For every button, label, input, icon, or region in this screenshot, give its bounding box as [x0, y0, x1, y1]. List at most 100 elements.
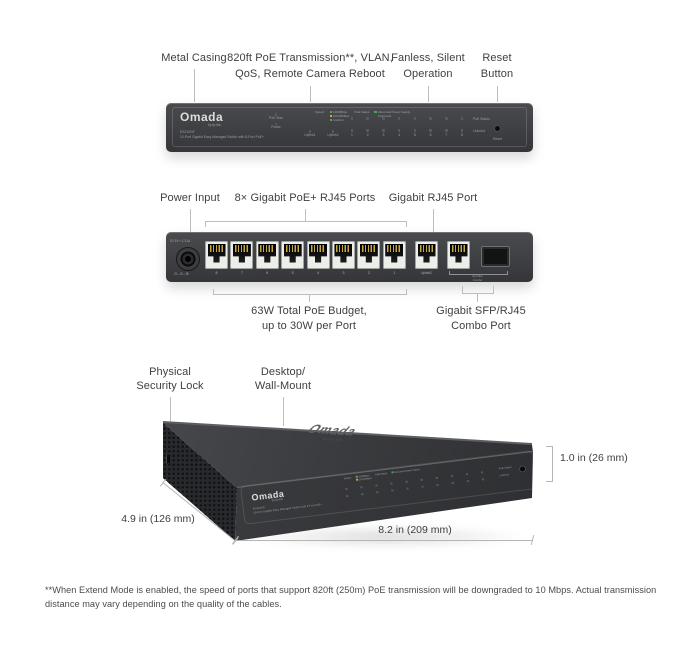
uplink2-label: Uplink2	[421, 270, 432, 275]
uplink1-rj45-port	[447, 241, 470, 269]
dim-width-line	[237, 540, 533, 541]
dim-height-line	[552, 446, 553, 482]
uplink2-led-column: Uplink2	[324, 130, 342, 137]
uplink1-led-column: Uplink1	[301, 130, 319, 137]
amber-led-swatch	[329, 114, 332, 118]
callout-security-lock-line2: Security Lock	[136, 380, 204, 392]
callout-poe-features-line2: QoS, Remote Camera Reboot	[235, 68, 385, 80]
port-led-column: 5	[408, 117, 422, 137]
callout-line	[477, 293, 478, 302]
rj45-port	[255, 241, 279, 269]
switch-rear-view: 53.5V⎓1.31A ⊖–⊙–⊕ 8 7 6 5 4 3	[166, 232, 533, 282]
legend-speed-label: Speed:	[315, 110, 325, 114]
port-number: 2	[367, 270, 370, 275]
link-act-led	[413, 129, 417, 132]
poe-status-led	[413, 117, 417, 120]
row-label-poe-status: PoE Status	[473, 117, 490, 121]
callout-fanless-line2: Operation	[403, 68, 453, 80]
link-act-led	[397, 129, 401, 132]
callout-line	[309, 294, 310, 302]
rj45-port-unit: 4	[306, 241, 330, 275]
power-spec-label: 53.5V⎓1.31A	[170, 239, 191, 243]
port-led-column: 6	[424, 117, 438, 137]
poe-max-led	[274, 113, 278, 116]
rj45-port-unit: 3	[331, 241, 355, 275]
callout-line	[305, 209, 306, 221]
callout-line	[283, 397, 284, 426]
callout-line	[433, 209, 434, 238]
rj45-port	[357, 241, 381, 269]
green-led-swatch	[391, 471, 394, 474]
callout-power-input: Power Input	[160, 192, 220, 204]
callout-line	[428, 86, 429, 102]
power-led	[274, 122, 278, 126]
sfp-slot	[481, 246, 510, 267]
brand-logo: Omada	[180, 110, 224, 124]
link-act-led	[460, 129, 464, 132]
green-led-swatch	[329, 118, 332, 122]
polarity-symbol: ⊖–⊙–⊕	[174, 271, 190, 276]
port-number-label: 3	[382, 133, 385, 138]
poe-status-led	[366, 117, 369, 120]
green-led-swatch	[374, 111, 377, 114]
port-number: 3	[342, 270, 345, 275]
rj45-port	[306, 241, 330, 269]
callout-line	[497, 86, 498, 102]
legend-poe-label: PoE Status	[354, 110, 370, 114]
callout-poe-ports: 8× Gigabit PoE+ RJ45 Ports	[234, 192, 376, 204]
port-led-column: 8	[455, 117, 469, 137]
callout-line	[493, 286, 494, 294]
combo-bracket-label1: Uplink1	[472, 274, 483, 278]
link-act-led	[382, 129, 385, 132]
callout-poe-features-line1: 820ft PoE Transmission**, VLAN,	[227, 52, 393, 64]
rj45-port-unit: 1	[382, 241, 406, 275]
rj45-port	[281, 241, 305, 269]
port-led-columns: 1 2 3 4 5 6	[345, 117, 469, 137]
legend-speed-items: 1000Mbps 10/100Mbps Link/Act	[329, 110, 349, 123]
switch-front-view: Omada by tp-link ES210GP 10-Port Gigabit…	[166, 103, 533, 152]
callout-reset-line1: Reset	[482, 52, 512, 64]
iso-row-label-link: Link/Act	[499, 473, 510, 478]
callout-poe-budget-line2: up to 30W per Port	[261, 320, 357, 332]
dim-depth-label: 4.9 in (126 mm)	[121, 513, 195, 525]
callout-line	[194, 69, 195, 102]
uplink2-port-unit: Uplink2	[415, 241, 438, 275]
callout-combo-line2: Combo Port	[451, 320, 511, 332]
poe-max-label: PoE Max	[269, 115, 283, 120]
dim-tick	[159, 478, 167, 487]
callout-line	[170, 397, 171, 428]
link-act-led	[429, 129, 432, 132]
callout-combo-line1: Gigabit SFP/RJ45	[436, 305, 526, 317]
model-number: ES210GP	[180, 130, 195, 134]
uplink2-led	[331, 130, 335, 133]
poe-status-led	[397, 117, 401, 120]
link-act-led	[444, 129, 448, 132]
uplink1-led	[308, 130, 312, 133]
rj45-port	[230, 241, 254, 269]
callout-line	[462, 293, 494, 294]
port-number: 5	[291, 270, 294, 275]
callout-reset-line2: Button	[480, 68, 514, 80]
dim-height-label: 1.0 in (26 mm)	[560, 452, 628, 464]
front-panel-border	[172, 107, 527, 147]
callout-gigabit-port: Gigabit RJ45 Port	[388, 192, 478, 204]
power-input-jack	[176, 247, 200, 271]
callout-mount-line1: Desktop/	[260, 366, 306, 378]
rj45-port-unit: 2	[357, 241, 381, 275]
port-number-label: 4	[398, 133, 401, 138]
dim-tick	[546, 481, 552, 482]
reset-label: Reset	[493, 137, 502, 141]
port-number: 1	[393, 270, 396, 275]
poe-status-led	[382, 117, 385, 120]
uplink2-label: Uplink2	[327, 132, 339, 137]
brand-sub: by tp-link	[208, 123, 221, 127]
port-number-label: 2	[366, 133, 369, 138]
callout-poe-budget-line1: 63W Total PoE Budget,	[251, 305, 367, 317]
uplink2-rj45-port	[415, 241, 438, 269]
callout-metal-casing: Metal Casing	[161, 52, 227, 64]
combo-bracket-label2: Combo	[472, 277, 483, 282]
port-number-label: 5	[413, 133, 416, 138]
uplink1-label: Uplink1	[304, 132, 316, 137]
dim-width-label: 8.2 in (209 mm)	[378, 524, 452, 536]
port-number: 7	[240, 270, 243, 275]
